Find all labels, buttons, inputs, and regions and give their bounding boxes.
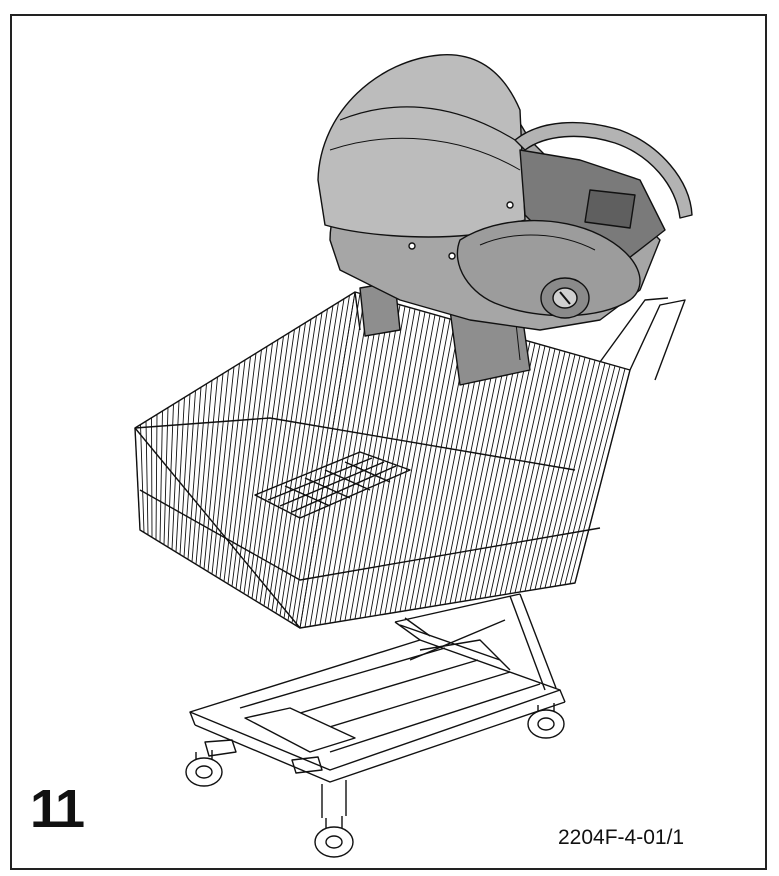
cart-basket (134, 291, 686, 629)
wheel-front-right (314, 816, 354, 858)
infant-car-seat (317, 54, 693, 386)
figure-code: 2204F-4-01/1 (558, 826, 685, 849)
wheel-front-left (185, 750, 223, 787)
cart-wheels (185, 703, 565, 858)
wheel-rear-right (527, 703, 565, 739)
figure-number: 11 (30, 779, 85, 839)
basket-wires (134, 291, 631, 629)
cart-chassis (189, 593, 566, 783)
